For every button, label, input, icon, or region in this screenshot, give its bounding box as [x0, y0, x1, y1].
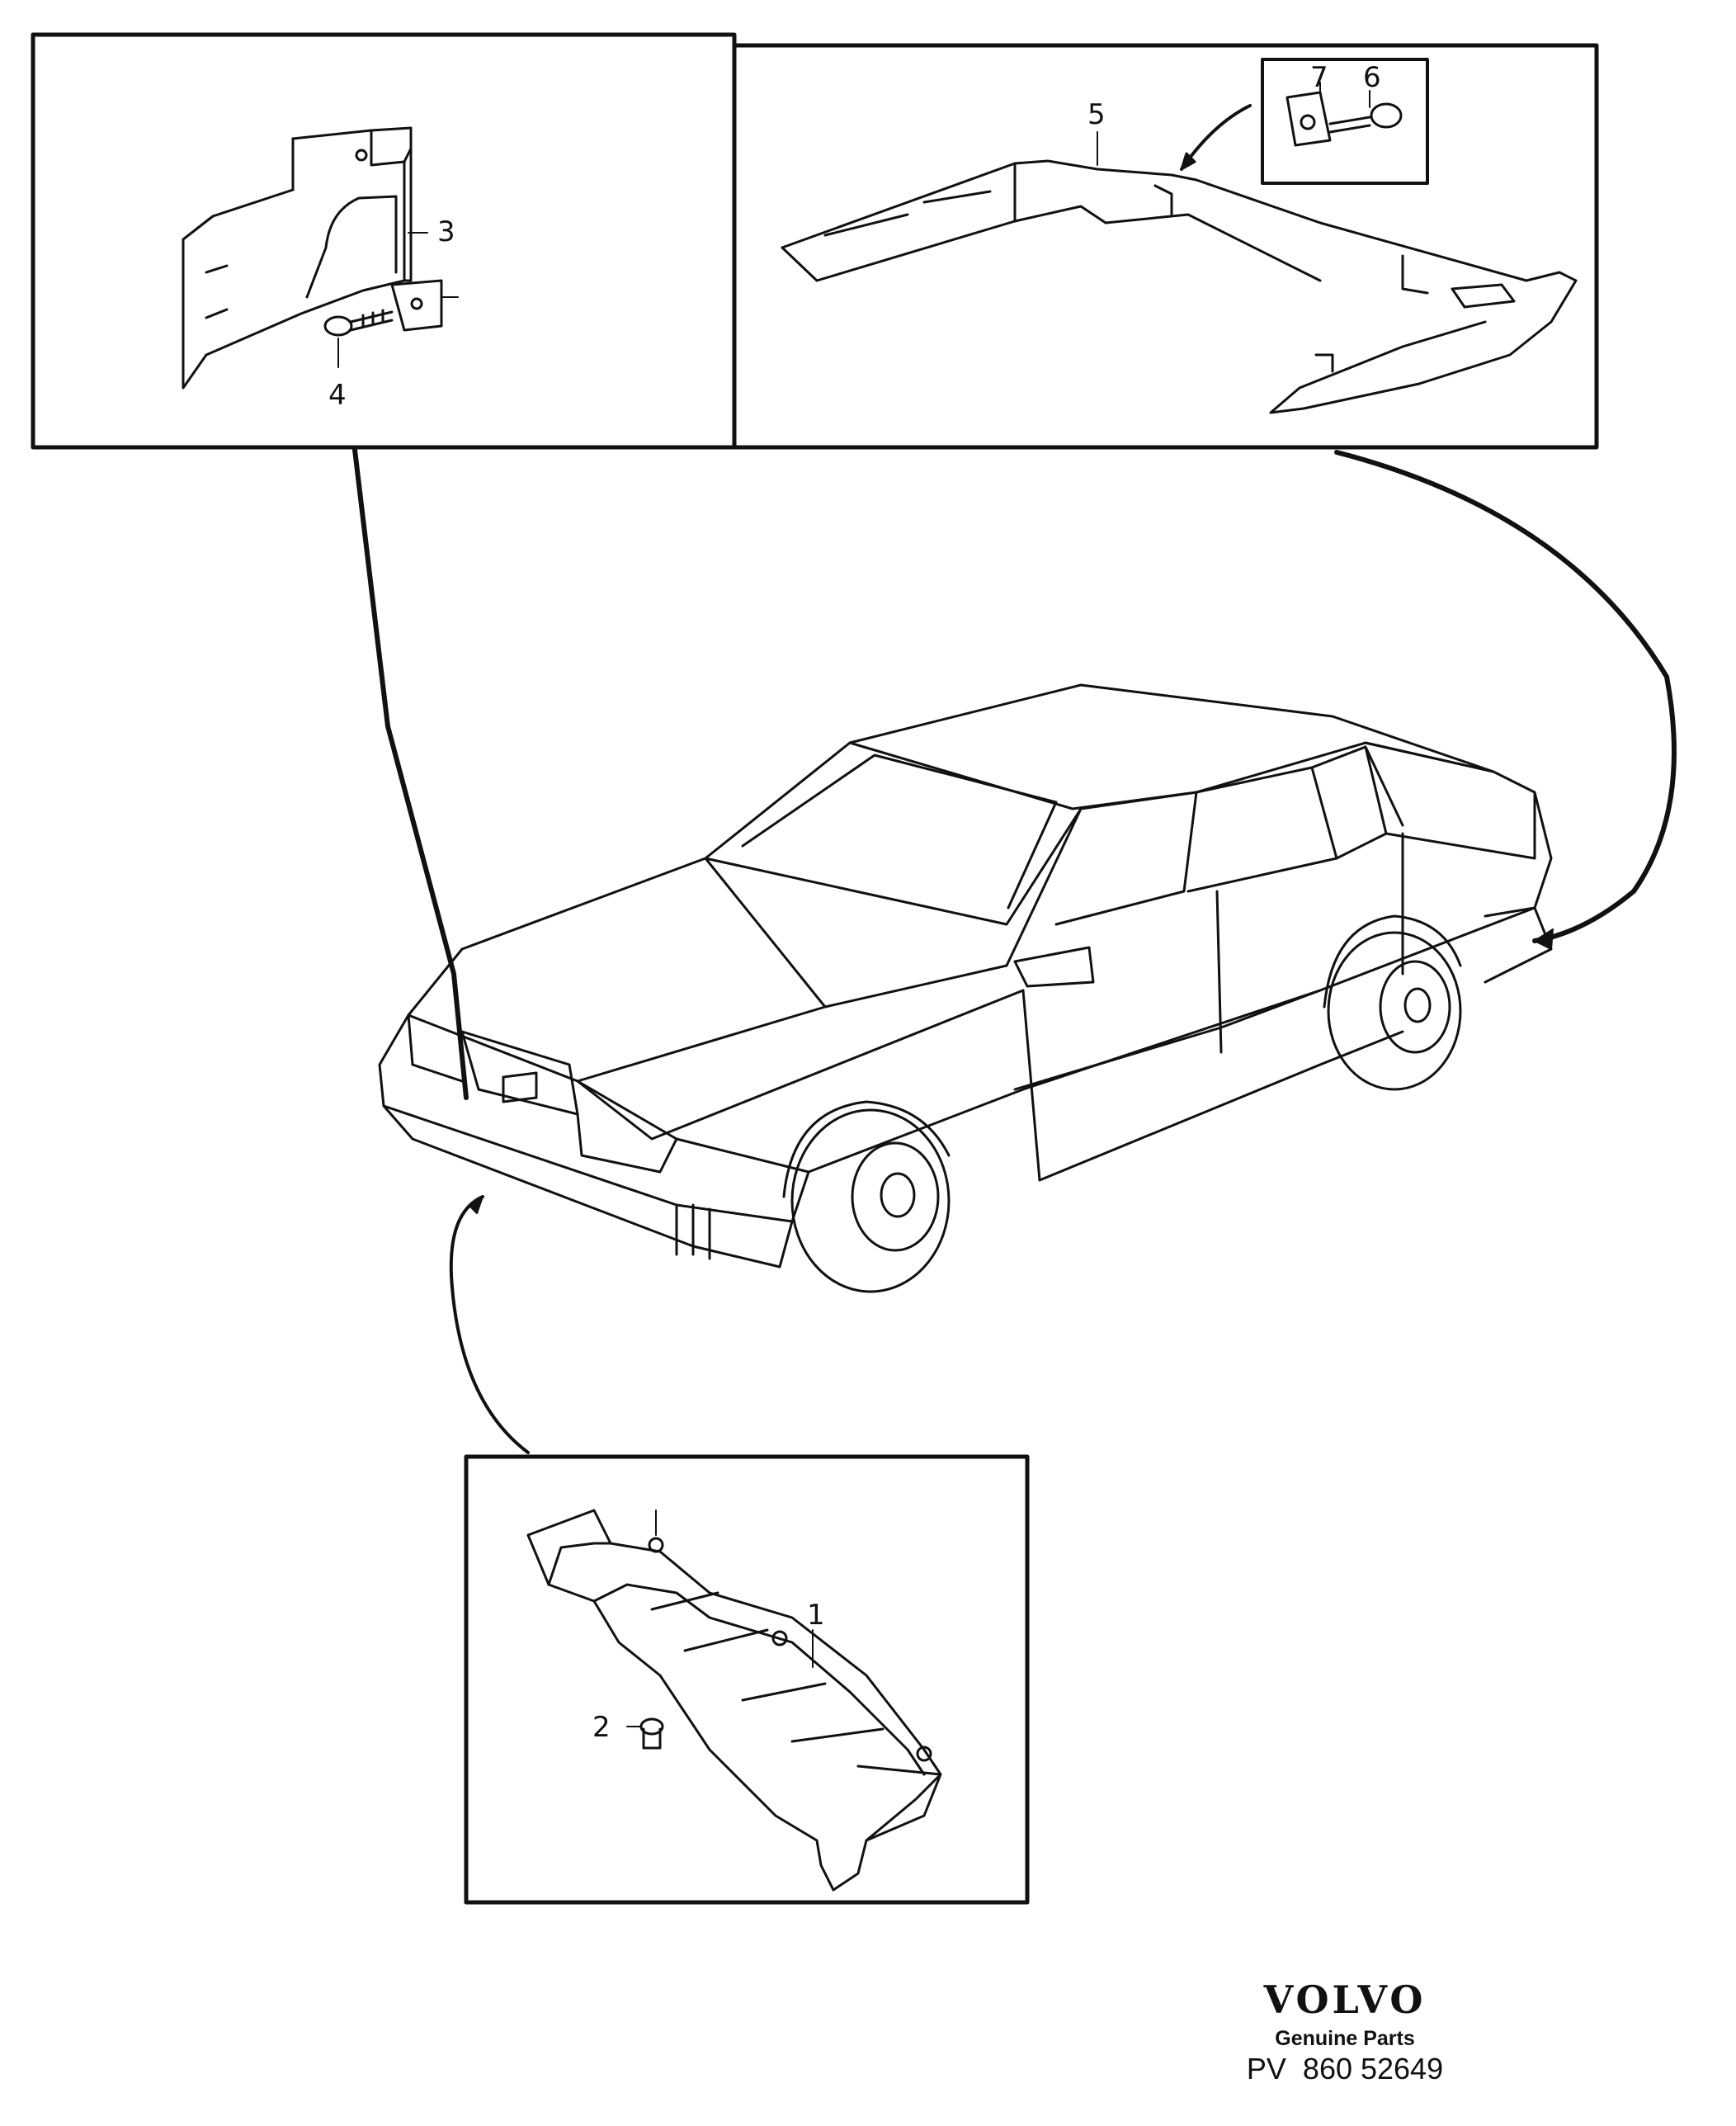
trim-panel-part-5: [781, 159, 1578, 414]
side-mirror: [1013, 946, 1095, 988]
diagram-reference: PV 860 52649: [1246, 2052, 1444, 2086]
underbody-panel-part-1: [526, 1509, 942, 1892]
leader-lines-3-4: [337, 232, 459, 368]
clip-nut-part-7: [1285, 91, 1332, 147]
detail-panel-underbody: 1 2: [464, 1454, 1030, 1905]
callout-5: 5: [1087, 98, 1106, 131]
callout-7: 7: [1310, 61, 1328, 94]
callout-1: 1: [807, 1599, 825, 1632]
brand-logo: VOLVO: [1263, 1977, 1427, 2022]
bolt-part-2: [639, 1717, 664, 1750]
callout-6: 6: [1363, 61, 1381, 94]
callout-4: 4: [328, 379, 347, 412]
car-illustration: [378, 683, 1553, 1293]
detail-panel-trim: 5 6 7: [732, 43, 1599, 450]
screw-part-6: [1328, 116, 1371, 134]
screw-part-4: [323, 309, 394, 337]
front-wheel: [782, 1100, 951, 1293]
callout-3: 3: [437, 215, 455, 248]
brand-tagline: Genuine Parts: [1275, 2027, 1415, 2050]
brand-block: VOLVO Genuine Parts PV 860 52649: [1188, 1981, 1502, 2084]
detail-panel-bracket: 3 4: [31, 32, 737, 450]
callout-2: 2: [592, 1711, 611, 1744]
inset-box-parts-6-7: [1261, 58, 1429, 185]
rear-wheel: [1323, 914, 1462, 1091]
bracket-part-3: [182, 126, 443, 390]
grille-badge: [502, 1071, 538, 1103]
